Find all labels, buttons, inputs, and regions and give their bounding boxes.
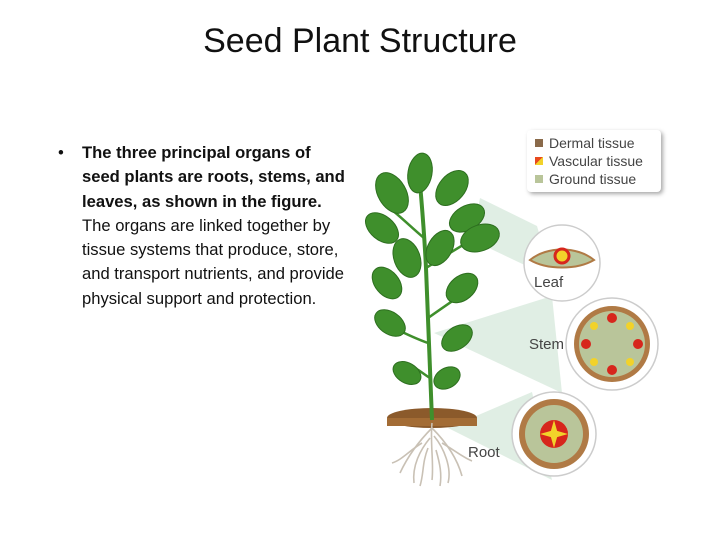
root-label: Root	[468, 444, 500, 461]
leaf-label: Leaf	[534, 274, 564, 291]
soil-layer	[387, 418, 477, 426]
root-xylem	[540, 420, 568, 448]
bullet-normal-text: The organs are linked together by tissue…	[82, 215, 344, 308]
legend-item-vascular: Vascular tissue	[535, 152, 643, 170]
leaves	[365, 152, 500, 390]
dermal-swatch	[535, 139, 543, 147]
plant-illustration	[365, 152, 659, 487]
legend-item-ground: Ground tissue	[535, 170, 636, 188]
vascular-swatch	[535, 157, 543, 165]
stem-label: Stem	[529, 336, 565, 353]
leaf-vascular-bundle	[553, 247, 571, 265]
root-system	[391, 422, 473, 487]
plant-figure: Dermal tissue Vascular tissue Ground tis…	[362, 128, 662, 490]
main-stem	[418, 182, 434, 421]
legend-label-vascular: Vascular tissue	[549, 153, 643, 169]
legend-label-ground: Ground tissue	[549, 171, 637, 187]
legend-item-dermal: Dermal tissue	[535, 134, 635, 152]
legend-label-dermal: Dermal tissue	[549, 135, 635, 151]
ground-swatch	[535, 175, 543, 183]
tissue-legend: Dermal tissue Vascular tissue Ground tis…	[527, 130, 661, 192]
bullet-text: The three principal organs of seed plant…	[82, 141, 350, 311]
stem-callout-wedge	[434, 296, 562, 393]
bullet-marker: •	[58, 143, 64, 162]
bullet-bold-text: The three principal organs of seed plant…	[82, 143, 345, 211]
slide-title: Seed Plant Structure	[203, 22, 517, 60]
stem-vascular-bundles	[581, 313, 643, 375]
